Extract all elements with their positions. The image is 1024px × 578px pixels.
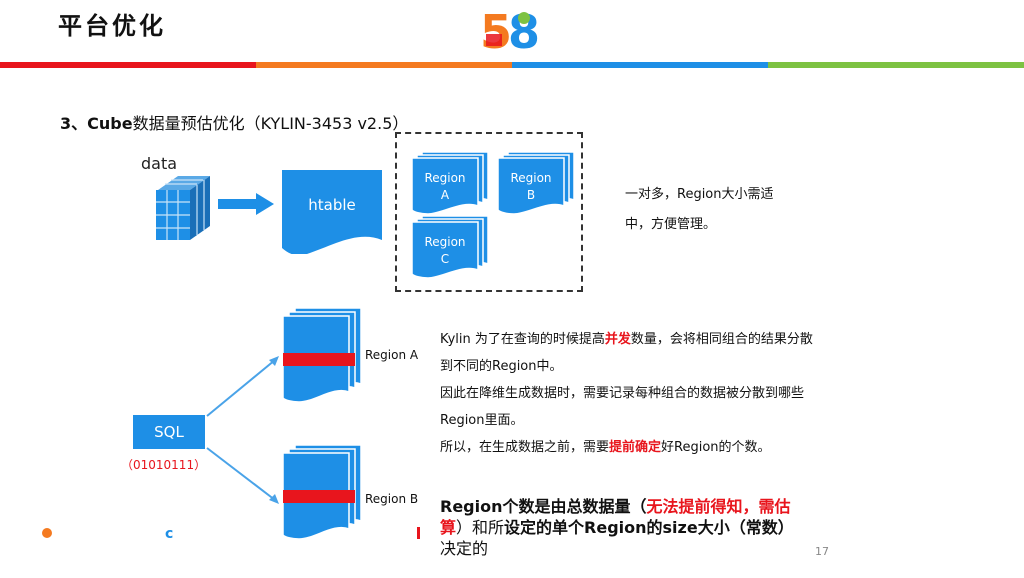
sql-box: SQL xyxy=(133,415,205,449)
region-a-line1: Region xyxy=(424,171,466,185)
sql-binary-label: （01010111） xyxy=(121,458,207,472)
color-bar-green xyxy=(768,62,1024,68)
cube-icon xyxy=(156,176,210,240)
para-1a: Kylin 为了在查询的时候提高 xyxy=(440,332,605,347)
region-a-line2: A xyxy=(440,188,450,202)
section-title-bold: Cube xyxy=(87,114,133,133)
page-number: 17 xyxy=(815,545,829,558)
summary-3: 决定的 xyxy=(440,539,489,558)
region-c-label: Region C xyxy=(412,234,478,268)
summary-1: Region个数是由总数据量（ xyxy=(440,497,647,516)
color-bar-red xyxy=(0,62,256,68)
summary-red: 无法提前得知，需估算 xyxy=(440,497,791,537)
sql-arrows xyxy=(206,356,279,504)
para-1-red: 并发 xyxy=(604,332,631,347)
para-3-red: 提前确定 xyxy=(609,440,662,455)
region-c-stack xyxy=(412,216,489,278)
region-b-line2: B xyxy=(526,188,536,202)
section-title-rest: 数据量预估优化（KYLIN-3453 v2.5） xyxy=(132,114,409,133)
para-line-2: 因此在降维生成数据时，需要记录每种组合的数据被分散到哪些Region里面。 xyxy=(440,386,805,428)
region-a-label: Region A xyxy=(412,170,478,204)
region-b-stack xyxy=(498,152,575,214)
region-a-table-stack xyxy=(283,308,362,402)
region-c-line1: Region xyxy=(424,235,466,249)
region-c-line2: C xyxy=(440,252,450,266)
region-b-side-label: Region B xyxy=(365,492,419,506)
data-label: data xyxy=(141,154,178,173)
para-1b: 数量，会将相同组合的结果分散到不同的Region中。 xyxy=(440,332,813,374)
htable-label: htable xyxy=(308,196,356,214)
para-line-3: 所以，在生成数据之前，需要提前确定好Region的个数。 xyxy=(440,434,820,461)
region-a-stack xyxy=(412,152,489,214)
region-group-box xyxy=(395,132,583,292)
footer-red-mark xyxy=(417,527,420,539)
color-bar-orange xyxy=(256,62,512,68)
summary-2b: 设定的单个Region的size大小（常数） xyxy=(504,518,794,537)
section-prefix: 3、 xyxy=(60,114,88,133)
htable-shape xyxy=(282,170,382,254)
region-a-side-label: Region A xyxy=(365,348,419,362)
para-3b: 好Region的个数。 xyxy=(661,440,771,455)
region-b-line1: Region xyxy=(510,171,552,185)
58-logo: 5 8 xyxy=(480,5,540,54)
summary-text: Region个数是由总数据量（无法提前得知，需估算）和所设定的单个Region的… xyxy=(440,496,800,559)
slide-title: 平台优化 xyxy=(58,12,166,40)
color-bar-blue xyxy=(512,62,768,68)
para-line-1: Kylin 为了在查询的时候提高并发数量，会将相同组合的结果分散到不同的Regi… xyxy=(440,326,820,380)
section-heading: 3、Cube数据量预估优化（KYLIN-3453 v2.5） xyxy=(60,110,408,134)
explanation-paragraph: Kylin 为了在查询的时候提高并发数量，会将相同组合的结果分散到不同的Regi… xyxy=(440,326,820,461)
region-b-label: Region B xyxy=(498,170,564,204)
region-b-table-stack xyxy=(283,445,362,539)
one-to-many-note: 一对多，Region大小需适中，方便管理。 xyxy=(625,187,774,232)
footer-orange-dot xyxy=(42,528,52,538)
footer-blue-mark: c xyxy=(165,526,174,542)
para-3a: 所以，在生成数据之前，需要 xyxy=(440,440,610,455)
arrow-right-icon xyxy=(218,193,274,215)
summary-2: ）和所 xyxy=(456,518,505,537)
